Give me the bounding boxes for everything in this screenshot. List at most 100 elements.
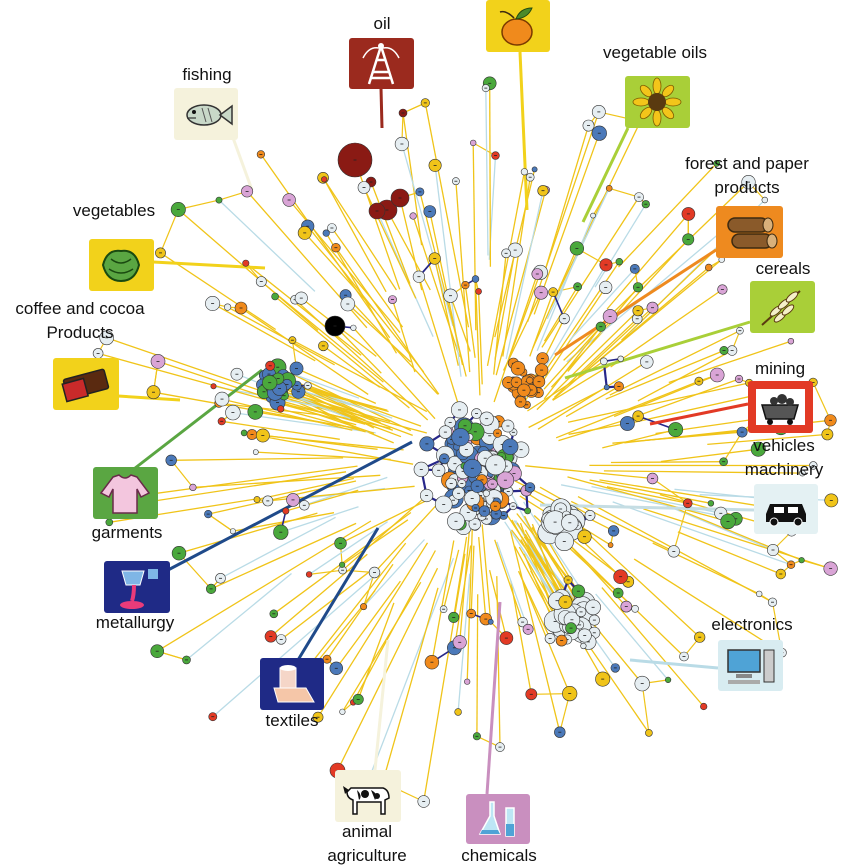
label-coffee-line2: Products	[46, 323, 114, 342]
edge-yellow	[707, 433, 828, 446]
edge-yellow	[474, 278, 481, 396]
edge-yellow	[570, 500, 675, 552]
cow-icon	[335, 770, 401, 822]
product-nodes	[92, 76, 839, 808]
edge-yellow	[159, 209, 179, 254]
label-animal-line1: animal	[341, 822, 393, 841]
edge-yellow	[504, 521, 558, 602]
product-node	[471, 275, 480, 283]
edge-yellow	[357, 602, 395, 700]
edge-yellow	[599, 479, 776, 510]
edge-yellow	[210, 522, 357, 590]
product-node	[487, 618, 494, 625]
edge-yellow	[274, 295, 410, 409]
edge-yellow	[178, 552, 212, 590]
edge-yellow	[412, 215, 461, 358]
product-node	[321, 176, 328, 183]
product-node	[603, 384, 610, 391]
mine-cart-icon	[748, 381, 813, 433]
wheat-icon	[750, 281, 815, 333]
edge-yellow	[488, 569, 508, 639]
edge-yellow	[220, 516, 336, 579]
label-electronics: electronics	[711, 615, 793, 634]
edge-yellow	[478, 537, 487, 620]
product-node	[707, 500, 715, 507]
edge-yellow	[431, 540, 455, 663]
edge-yellow	[207, 513, 234, 532]
edge-yellow	[626, 378, 740, 421]
edge-yellow	[587, 259, 723, 371]
edge-yellow	[606, 486, 688, 504]
edge-yellow	[668, 340, 792, 384]
product-node	[470, 139, 477, 147]
product-node	[531, 166, 538, 173]
edge-yellow	[464, 285, 476, 358]
product-node	[590, 212, 596, 219]
edge-yellow	[325, 232, 398, 354]
edge-yellow	[673, 503, 689, 552]
edge-yellow	[509, 531, 561, 733]
callout-forest	[554, 248, 717, 357]
edge-yellow	[336, 567, 439, 771]
edge-yellow	[391, 299, 416, 373]
edge-yellow	[472, 142, 477, 331]
edge-yellow	[466, 521, 474, 682]
product-node	[617, 355, 624, 362]
edge-yellow	[296, 367, 377, 404]
product-node	[454, 708, 462, 716]
label-forest-line1: forest and paper	[685, 154, 809, 173]
edge-yellow	[382, 587, 439, 783]
edge-yellow	[610, 461, 724, 464]
edge-yellow	[280, 568, 374, 640]
edge-yellow	[537, 361, 648, 430]
product-node	[350, 324, 357, 331]
edge-yellow	[342, 492, 431, 571]
edge-yellow	[544, 125, 590, 271]
edge-yellow	[594, 203, 647, 288]
callout-textiles	[296, 527, 380, 661]
edge-yellow	[470, 545, 475, 614]
edge-yellow	[489, 83, 492, 267]
product-node	[799, 469, 806, 477]
edge-yellow	[477, 291, 483, 385]
label-vegetable-oils: vegetable oils	[603, 43, 707, 62]
edge-yellow	[186, 572, 292, 661]
edge-yellow	[453, 545, 472, 648]
product-node	[755, 590, 763, 598]
edge-yellow	[368, 557, 455, 780]
edge-yellow	[568, 422, 628, 435]
edge-yellow	[519, 575, 571, 694]
edge-yellow	[251, 433, 414, 465]
product-node	[305, 571, 313, 578]
edge-yellow	[493, 253, 507, 375]
edge-yellow	[541, 196, 640, 348]
product-node	[224, 303, 232, 311]
edge-yellow	[307, 225, 425, 373]
edge-yellow	[423, 553, 466, 802]
product-node	[210, 383, 217, 390]
edge-yellow	[493, 273, 538, 403]
edge-yellow	[637, 349, 733, 402]
callout-garments	[129, 368, 263, 474]
product-node	[215, 196, 223, 204]
edge-yellow	[160, 252, 277, 331]
label-fishing: fishing	[182, 65, 232, 84]
product-node	[526, 376, 534, 385]
edge-yellow	[455, 181, 471, 373]
edge-yellow	[323, 179, 387, 293]
edge-yellow	[560, 484, 736, 520]
edge-yellow	[340, 499, 427, 544]
edge-yellow	[304, 476, 388, 506]
edge-yellow	[531, 526, 569, 581]
edge-yellow	[442, 549, 460, 610]
callout-electronics	[629, 658, 719, 670]
product-node	[242, 259, 250, 267]
edge-yellow	[601, 587, 705, 707]
edge-yellow	[280, 506, 359, 533]
label-vehicles-line1: vehicles	[753, 436, 815, 455]
label-animal-line2: agriculture	[327, 846, 407, 865]
edge-yellow	[525, 465, 653, 480]
computer-icon	[718, 640, 783, 691]
product-node	[409, 212, 417, 220]
